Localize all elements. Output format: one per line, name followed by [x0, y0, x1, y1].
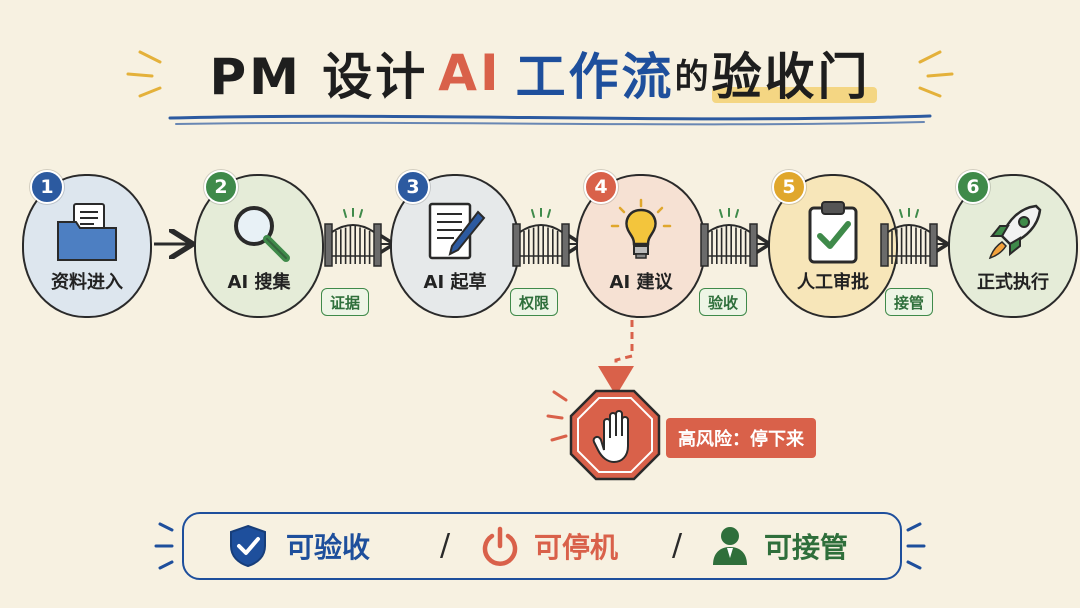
gate-icon-4: [880, 208, 938, 267]
gate-tag-4: 接管: [885, 288, 934, 316]
step-badge-6: 6: [956, 170, 990, 204]
step-badge-2: 2: [204, 170, 238, 204]
step-label-4: AI 建议: [609, 272, 673, 293]
gate-tag-2: 权限: [510, 288, 559, 316]
folder-icon: [57, 203, 117, 261]
title-ai: AI: [438, 44, 502, 102]
step-badge-4: 4: [584, 170, 618, 204]
title-pm: PM 设计: [209, 48, 429, 106]
rocket-icon: [988, 204, 1042, 260]
principles-bar: 可验收 / 可停机 / 可接管: [182, 512, 902, 580]
step-badge-1: 1: [30, 170, 64, 204]
title-gate: 验收门: [711, 37, 877, 109]
gate-icon-1: [324, 208, 382, 267]
step-label-1: 资料进入: [51, 272, 123, 293]
principle-label-1: 可验收: [286, 531, 371, 564]
step-badge-3: 3: [396, 170, 430, 204]
lightbulb-icon: [610, 198, 672, 259]
page-title: PM 设计 AI 工作流 的 验收门: [0, 30, 1080, 116]
step-label-6: 正式执行: [977, 272, 1049, 293]
magnifier-icon: [234, 206, 290, 262]
principle-stoppable: 可停机: [480, 514, 618, 578]
stop-label: 高风险：停下来: [666, 418, 816, 458]
person-icon: [713, 527, 747, 565]
title-decoration: [126, 50, 954, 126]
stop-connector: [598, 320, 634, 396]
gate-tag-1: 证据: [321, 288, 370, 316]
step-label-2: AI 搜集: [227, 272, 291, 293]
document-pen-icon: [428, 202, 486, 260]
principle-separator-2: /: [672, 528, 683, 563]
gate-icon-2: [512, 208, 570, 267]
principle-separator-1: /: [440, 528, 451, 563]
power-icon: [482, 526, 518, 566]
step-label-5: 人工审批: [797, 272, 869, 293]
gate-icon-3: [700, 208, 758, 267]
clipboard-check-icon: [808, 201, 858, 264]
step-label-3: AI 起草: [423, 272, 487, 293]
title-flow: 工作流: [515, 48, 675, 106]
principle-verifiable: 可验收: [228, 514, 370, 578]
step-node-1: 资料进入: [22, 174, 152, 318]
principle-label-3: 可接管: [764, 531, 849, 564]
principle-takeover: 可接管: [710, 514, 848, 578]
step-badge-5: 5: [772, 170, 806, 204]
gate-tag-3: 验收: [699, 288, 748, 316]
title-de: 的: [674, 56, 712, 97]
shield-check-icon: [230, 524, 266, 568]
stop-hand-icon: [569, 389, 661, 481]
principle-label-2: 可停机: [534, 531, 619, 564]
title-gate-text: 验收门: [711, 48, 871, 106]
